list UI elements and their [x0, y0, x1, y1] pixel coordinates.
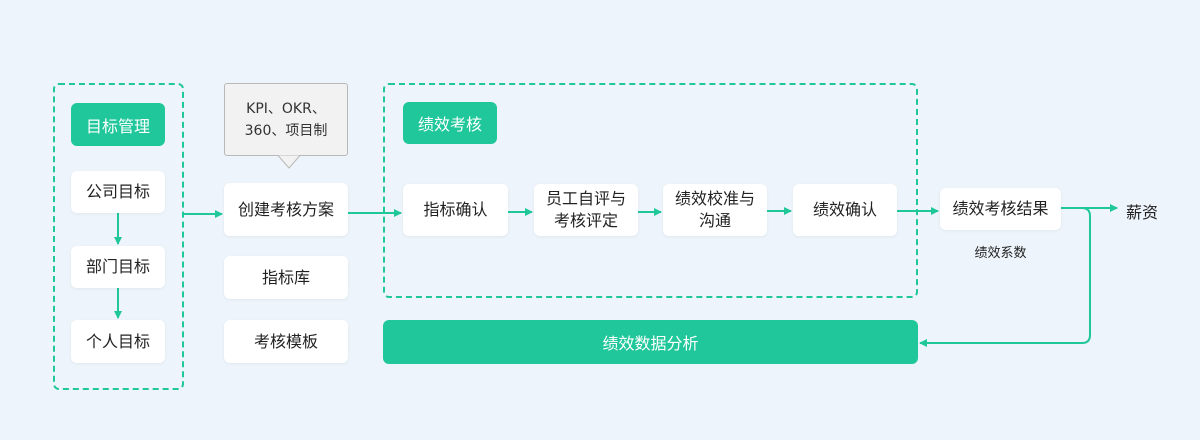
node-label: 绩效确认	[812, 200, 877, 219]
node-indicator-confirm[interactable]: 指标确认	[403, 184, 508, 236]
node-label: 个人目标	[85, 331, 150, 351]
performance-coefficient-label: 绩效系数	[974, 246, 1027, 261]
node-label: 部门目标	[85, 257, 150, 276]
node-appraisal-result[interactable]: 绩效考核结果	[940, 188, 1061, 230]
bar-label: 绩效数据分析	[602, 334, 699, 353]
callout-text: KPI、OKR、 360、项目制	[244, 100, 328, 139]
node-label: 创建考核方案	[237, 199, 334, 219]
node-department-goal[interactable]: 部门目标	[71, 246, 165, 288]
node-label: 绩效校准与 沟通	[674, 189, 755, 230]
callout-tail	[278, 155, 300, 169]
node-label: 员工自评与 考核评定	[545, 189, 626, 230]
node-indicator-library[interactable]: 指标库	[224, 256, 348, 299]
node-self-review[interactable]: 员工自评与 考核评定	[534, 184, 638, 236]
node-label: 考核模板	[253, 331, 318, 351]
performance-analysis-bar[interactable]: 绩效数据分析	[383, 320, 918, 364]
node-label: 指标库	[261, 267, 310, 287]
node-label: 指标确认	[423, 200, 488, 219]
node-calibration[interactable]: 绩效校准与 沟通	[663, 184, 767, 236]
salary-label: 薪资	[1126, 203, 1159, 222]
node-performance-confirm[interactable]: 绩效确认	[793, 184, 897, 236]
performance-appraisal-group	[383, 83, 918, 298]
node-appraisal-template[interactable]: 考核模板	[224, 320, 348, 363]
goal-management-group	[53, 83, 184, 390]
performance-appraisal-tag: 绩效考核	[403, 102, 497, 144]
node-individual-goal[interactable]: 个人目标	[71, 320, 165, 363]
node-company-goal[interactable]: 公司目标	[71, 171, 165, 213]
goal-management-tag: 目标管理	[71, 103, 165, 146]
node-label: 公司目标	[85, 182, 150, 201]
method-callout: KPI、OKR、 360、项目制	[224, 83, 348, 156]
node-create-plan[interactable]: 创建考核方案	[224, 183, 348, 236]
node-label: 绩效考核结果	[952, 199, 1049, 218]
